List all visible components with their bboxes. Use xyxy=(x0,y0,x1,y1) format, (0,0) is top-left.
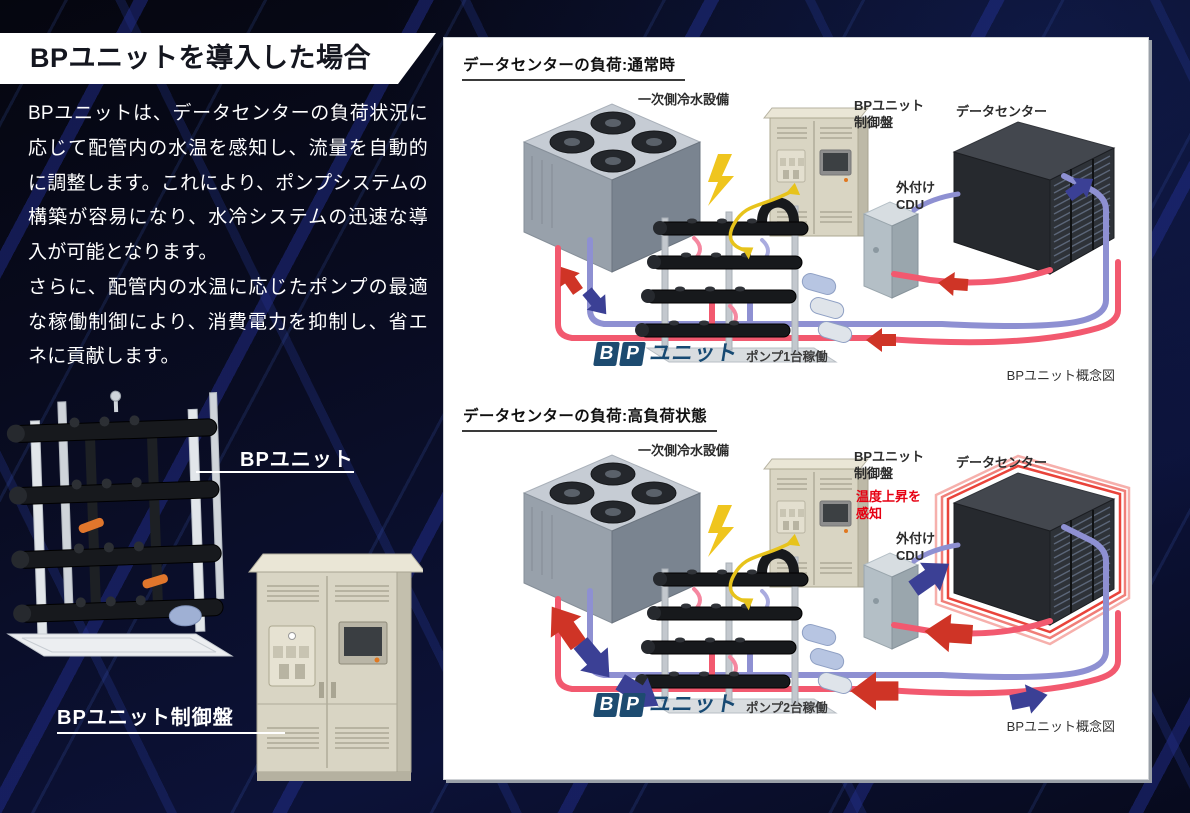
concept-diagram-illustration xyxy=(522,454,1131,714)
control-panel-photo xyxy=(247,553,423,781)
datacenter-illustration xyxy=(952,121,1116,275)
cdu-label: 外付け CDU xyxy=(896,531,936,563)
bp-unit-leader-line xyxy=(196,471,354,473)
bp-unit-illustration xyxy=(635,197,853,363)
control-panel-photo-label: BPユニット制御盤 xyxy=(57,707,234,729)
lightning-icon xyxy=(708,154,734,206)
datacenter-label: データセンター xyxy=(956,104,1048,119)
badge-letter-b: B xyxy=(593,693,620,717)
pump-illustration xyxy=(801,624,853,694)
diagram-caption: BPユニット概念図 xyxy=(1006,368,1115,383)
badge-letter-p: P xyxy=(619,342,646,366)
diagram-panel: データセンターの負荷:通常時 xyxy=(443,37,1149,780)
panel-vents-top xyxy=(777,478,852,490)
control-panel-leader-line xyxy=(57,732,285,734)
bp-unit-photo xyxy=(6,390,234,657)
diagram-canvas-highload: 一次側冷水設備 BPユニット 制御盤 温度上昇を 感知 データセンター 外付け … xyxy=(462,441,1131,741)
intro-paragraph-1: BPユニットは、データセンターの負荷状況に応じて配管内の水温を感知し、流量を自動… xyxy=(28,103,428,264)
chiller-label: 一次側冷水設備 xyxy=(638,92,730,107)
page-title: BPユニットを導入した場合 xyxy=(0,33,436,84)
control-panel-illustration xyxy=(762,107,870,237)
flow-arrows-normal xyxy=(560,178,1094,352)
intro-text: BPユニットは、データセンターの負荷状況に応じて配管内の水温を感知し、流量を自動… xyxy=(28,97,428,375)
cold-pipes xyxy=(587,173,1109,329)
badge-unit-text: ユニット xyxy=(648,342,740,365)
badge-unit-text: ユニット xyxy=(648,693,740,716)
badge-letter-p: P xyxy=(619,693,646,717)
pump-status: ポンプ2台稼働 xyxy=(746,701,828,715)
cdu-illustration xyxy=(862,201,920,299)
cdu-illustration xyxy=(862,552,920,650)
bp-unit-badge: B P ユニット ポンプ2台稼働 xyxy=(593,693,828,717)
bp-unit-manifolds xyxy=(635,218,809,338)
rack-slats xyxy=(1053,155,1111,264)
chiller-fans xyxy=(549,111,677,173)
control-panel-label: BPユニット 制御盤 xyxy=(854,98,925,130)
cdu-label: 外付け CDU xyxy=(896,180,936,212)
datacenter-label: データセンター xyxy=(956,455,1048,470)
chiller-vents xyxy=(531,507,553,579)
datacenter-illustration xyxy=(952,472,1116,626)
chiller-vents xyxy=(531,156,553,228)
chiller-illustration xyxy=(522,454,702,624)
control-panel-illustration xyxy=(762,458,870,588)
diagram-caption: BPユニット概念図 xyxy=(1006,719,1115,734)
datacenter-heat-glow xyxy=(934,454,1131,646)
panel-vents-top xyxy=(777,127,852,139)
control-panel-label: BPユニット 制御盤 xyxy=(854,449,925,481)
diagram-normal-load: データセンターの負荷:通常時 xyxy=(462,51,1130,390)
pump-illustration xyxy=(801,273,853,343)
lightning-icon xyxy=(708,505,734,557)
chiller-illustration xyxy=(522,103,702,273)
concept-diagram-illustration xyxy=(522,103,1121,363)
intro-paragraph-2: さらに、配管内の水温に応じたポンプの最適な稼働制御により、消費電力を抑制し、省エ… xyxy=(28,276,428,368)
cabinet-vents-top xyxy=(267,585,389,602)
chiller-fans xyxy=(549,462,677,524)
bp-unit-badge: B P ユニット ポンプ1台稼働 xyxy=(593,342,828,366)
diagram-high-load: データセンターの負荷:高負荷状態 xyxy=(462,402,1131,741)
flow-arrows-highload xyxy=(550,562,1048,714)
chiller-label: 一次側冷水設備 xyxy=(638,443,730,458)
diagram-header: データセンターの負荷:高負荷状態 xyxy=(462,404,718,432)
diagram-canvas-normal: 一次側冷水設備 BPユニット 制御盤 データセンター 外付け CDU B P ユ… xyxy=(462,90,1131,390)
pump-status: ポンプ1台稼働 xyxy=(746,350,828,364)
temperature-alert-label: 温度上昇を 感知 xyxy=(856,489,922,521)
signal-line xyxy=(728,182,801,260)
badge-letter-b: B xyxy=(593,342,620,366)
signal-line xyxy=(728,533,801,611)
bp-unit-photo-label: BPユニット xyxy=(240,449,354,471)
diagram-header: データセンターの負荷:通常時 xyxy=(462,53,686,81)
